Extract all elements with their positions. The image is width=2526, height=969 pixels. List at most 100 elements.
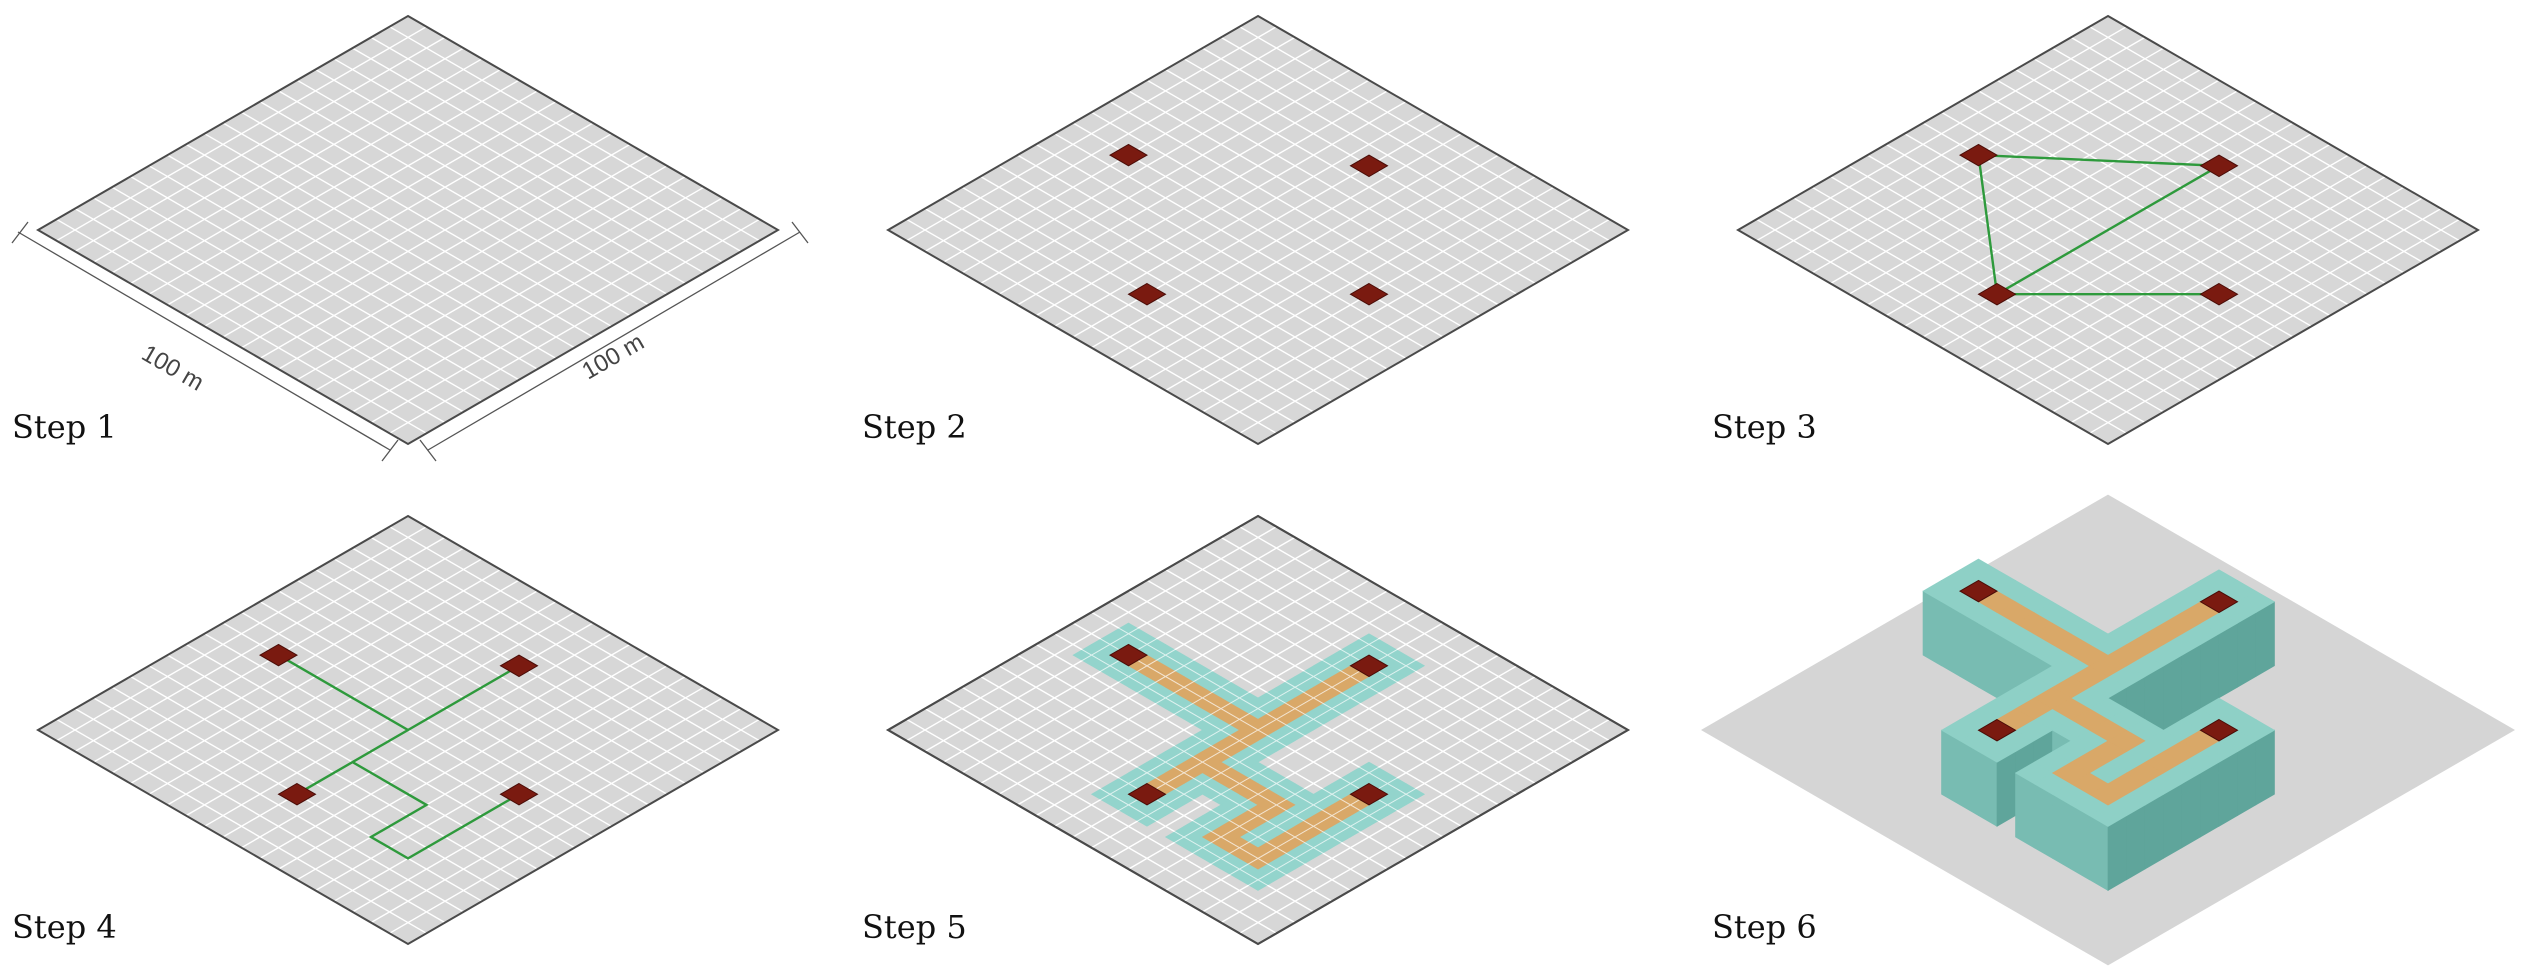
grid-line-u <box>296 165 668 381</box>
grid-line-v <box>998 165 1370 381</box>
grid-line-v <box>980 676 1351 891</box>
step-label-1: Step 1 <box>12 408 117 446</box>
width-dimension-label: 100 m <box>137 340 208 397</box>
overlay-grid-lines <box>906 526 1610 934</box>
grid-line-u <box>1202 197 1573 413</box>
orthogonal-path <box>277 654 520 860</box>
network-edges <box>1977 153 2220 296</box>
node-1 <box>1349 654 1389 678</box>
wall-face <box>2033 783 2053 859</box>
grid-line-u <box>315 675 686 892</box>
node-1 <box>2199 590 2239 614</box>
wall-face <box>2255 729 2275 806</box>
node-2 <box>1959 579 1998 603</box>
grid-line-v <box>1756 218 2127 434</box>
grid-line-u <box>2052 197 2423 413</box>
grid-line-u <box>1941 133 2312 349</box>
grid-line-u <box>1202 697 1573 913</box>
grid-line-v <box>1774 207 2146 424</box>
grid-border <box>36 14 780 446</box>
grid-line-v <box>130 175 501 392</box>
grid-line-u <box>2089 218 2460 434</box>
grid-line-v <box>924 708 1296 924</box>
grid-line-u <box>370 707 742 924</box>
grid-line-v <box>74 207 446 424</box>
wall-face <box>2052 793 2072 870</box>
node-3 <box>277 782 317 806</box>
wall-face <box>1941 601 1961 678</box>
wall-face <box>2200 761 2220 838</box>
grid-line-u <box>1165 676 1536 891</box>
panel-step-4 <box>36 514 780 946</box>
grid-border <box>1736 14 2480 446</box>
step-label-6: Step 6 <box>1712 908 1817 946</box>
node-3 <box>1127 282 1167 306</box>
grid-line-v <box>980 175 1351 392</box>
depth-dimension-tick-start <box>419 439 437 462</box>
wall-face <box>1959 611 1979 688</box>
wall-face <box>1922 590 1942 667</box>
grid-line-u <box>1239 218 1610 434</box>
grid-line-v <box>111 186 483 402</box>
grid-line-v <box>148 165 520 381</box>
grid-line-v <box>1035 143 1407 360</box>
wall-face <box>2181 772 2201 849</box>
node-2 <box>259 643 298 667</box>
grid-line-u <box>352 697 723 913</box>
grid-line-u <box>1109 143 1481 360</box>
grid-line-u <box>370 207 742 424</box>
grid-line-u <box>1165 175 1536 392</box>
network-edge <box>1977 154 1999 295</box>
grid-line-u <box>2070 207 2442 424</box>
step-label-5: Step 5 <box>862 908 967 946</box>
step-label-4: Step 4 <box>12 908 117 946</box>
roof-cell <box>2236 719 2276 742</box>
network-edge <box>1978 153 2220 167</box>
wall-face <box>1996 751 2016 827</box>
wall-face <box>2255 601 2275 678</box>
grid-line-v <box>204 133 575 349</box>
node-1 <box>2199 154 2239 178</box>
grid-line-v <box>56 718 427 934</box>
grid-line-u <box>1109 643 1481 859</box>
grid-line-u <box>2015 175 2386 392</box>
node-4 <box>2199 282 2239 306</box>
wall-face <box>2237 611 2257 688</box>
panel-step-5 <box>886 514 1630 946</box>
grid-line-v <box>906 218 1277 434</box>
grid-line-u <box>1128 654 1499 870</box>
wall-face <box>2218 622 2238 699</box>
grid-line-u <box>259 143 631 360</box>
grid-border <box>36 514 780 946</box>
grid-line-u <box>1146 165 1518 381</box>
panel-step-1 <box>36 14 780 446</box>
width-dimension-line <box>17 231 391 451</box>
grid-line-u <box>241 133 612 349</box>
node-2 <box>1109 143 1148 167</box>
wall-face <box>2163 654 2183 731</box>
grid-border <box>886 14 1630 446</box>
grid-line-v <box>1017 654 1388 870</box>
step-label-2: Step 2 <box>862 408 967 446</box>
roof-cell <box>1922 580 1961 603</box>
grid-line-v <box>943 697 1314 913</box>
node-3 <box>1127 782 1167 806</box>
grid-line-u <box>278 654 649 870</box>
wall-face <box>2107 815 2127 892</box>
grid-line-u <box>389 718 760 934</box>
depth-dimension-line <box>427 231 801 451</box>
grid-lines <box>56 26 760 434</box>
node-1 <box>499 654 539 678</box>
grid-border <box>886 514 1630 946</box>
roof-cell <box>2088 804 2128 827</box>
grid-line-v <box>93 197 464 413</box>
wall-face <box>2181 644 2201 720</box>
network-edge <box>1996 164 2220 296</box>
node-2 <box>1959 143 1998 167</box>
wall-face <box>2126 804 2146 881</box>
grid-line-u <box>333 186 705 402</box>
roof-cell <box>1977 740 2017 763</box>
grid-line-u <box>1220 708 1592 924</box>
wall-face <box>2163 783 2183 859</box>
